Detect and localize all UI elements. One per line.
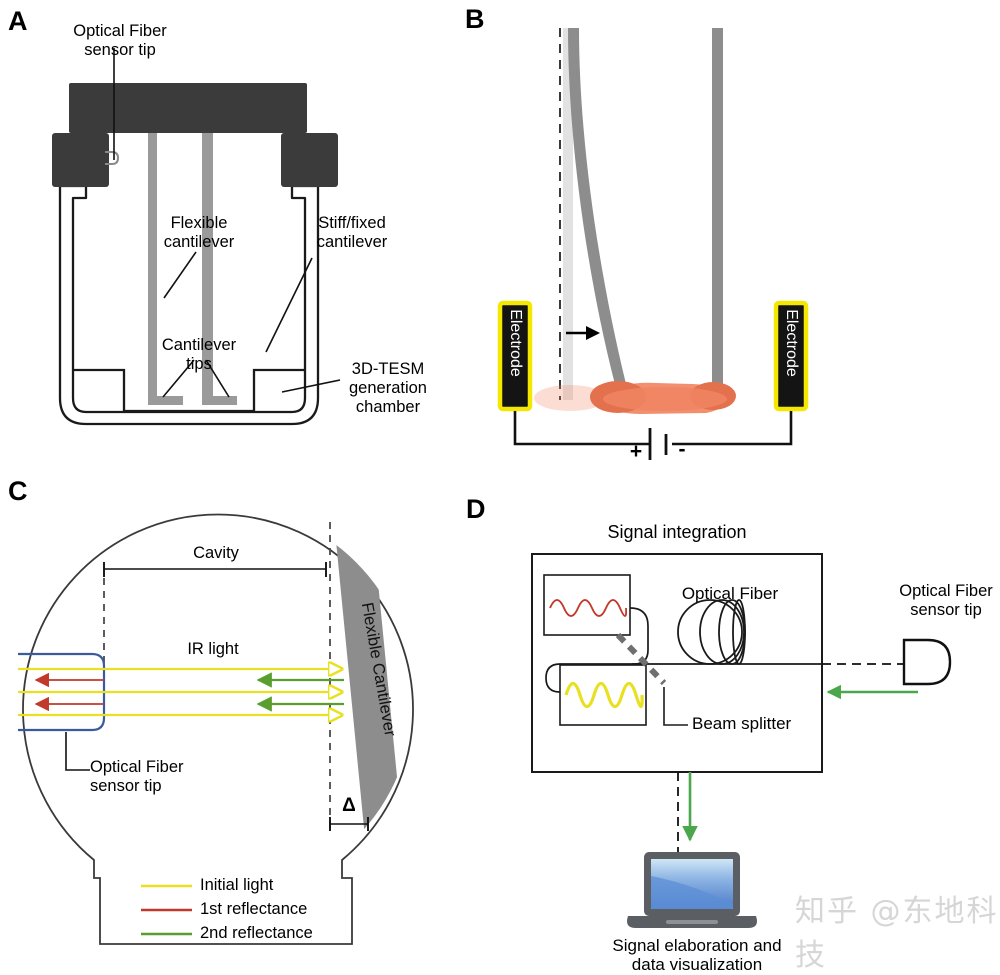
mount-block-left [52,133,109,187]
waveform-box-bottom [559,664,647,726]
panel-c-letter: C [8,476,28,506]
cantilever-flexible-bent [568,28,628,392]
leader-beam-splitter [663,687,688,726]
panel-a: A [0,0,460,470]
ray-second-reflectance [256,672,344,712]
label-generation-chamber: 3D-TESM generation chamber [349,360,427,416]
laptop [627,852,757,928]
label-optical-fiber-sensor-tip: Optical Fiber sensor tip [73,22,167,59]
label-optical-fiber-sensor-tip: Optical Fiber sensor tip [899,582,993,619]
leader-stiff-cantilever [265,257,313,353]
label-electrode-left: Electrode [507,309,524,377]
droplet [590,381,736,414]
leader-flexible-cantilever [163,251,197,299]
label-polarity-negative: - [678,438,686,461]
panel-b: B [460,0,1000,480]
panel-a-letter: A [8,6,28,36]
electrode-left [497,300,533,412]
mount-block-right [281,133,338,187]
label-ir-light: IR light [187,640,239,658]
legend-item-second-reflectance: 2nd reflectance [200,924,313,942]
panel-b-letter: B [465,4,485,34]
deflection-arrow [566,326,600,340]
label-electrode-right: Electrode [783,309,800,377]
delta-dimension [329,817,369,831]
cantilever-stiff [202,128,237,405]
magnifier-outline [22,513,414,945]
chip-holder-bar [69,83,307,133]
label-signal-integration: Signal integration [607,522,747,542]
optical-fiber-coil [677,599,746,665]
circuit-wiring [513,411,793,460]
legend-item-initial-light: Initial light [200,876,274,894]
leader-cantilever-tip-left [162,359,195,398]
beam-splitter [615,632,667,686]
label-stiff-cantilever: Stiff/fixed cantilever [316,214,388,251]
leader-generation-chamber [281,379,341,393]
waveform-box-top [543,574,631,636]
label-flexible-cantilever: Flexible cantilever [163,214,235,251]
watermark: 知乎 @东地科技 [795,894,999,973]
label-output-caption: Signal elaboration and data visualizatio… [612,936,782,975]
optical-fiber-sensor-tip-shape [902,638,952,686]
label-optical-fiber-sensor-tip: Optical Fiber sensor tip [90,758,184,795]
label-polarity-positive: + [629,440,643,463]
generation-chamber-outline [58,184,320,426]
label-optical-fiber: Optical Fiber [681,584,779,603]
cantilever-flexible [148,128,183,405]
label-delta: Δ [342,795,356,816]
leader-optical-fiber-tip [65,732,90,771]
electrode-right [773,300,809,412]
legend-item-first-reflectance: 1st reflectance [200,900,308,918]
label-beam-splitter: Beam splitter [692,714,792,733]
cantilever-stiff [712,28,723,396]
panel-d-letter: D [466,494,486,524]
droplet-ghost [534,385,606,411]
label-cantilever-tips: Cantilever tips [161,336,237,373]
cavity-dimension [103,562,327,577]
legend-swatches [141,884,192,936]
label-cavity: Cavity [193,544,239,562]
ray-first-reflectance [34,672,104,712]
cantilever-ghost [563,28,573,400]
panel-d: D [460,480,1000,974]
leader-cantilever-tip-right [205,359,230,398]
panel-c: C [0,470,460,954]
ray-initial-light [18,669,342,715]
